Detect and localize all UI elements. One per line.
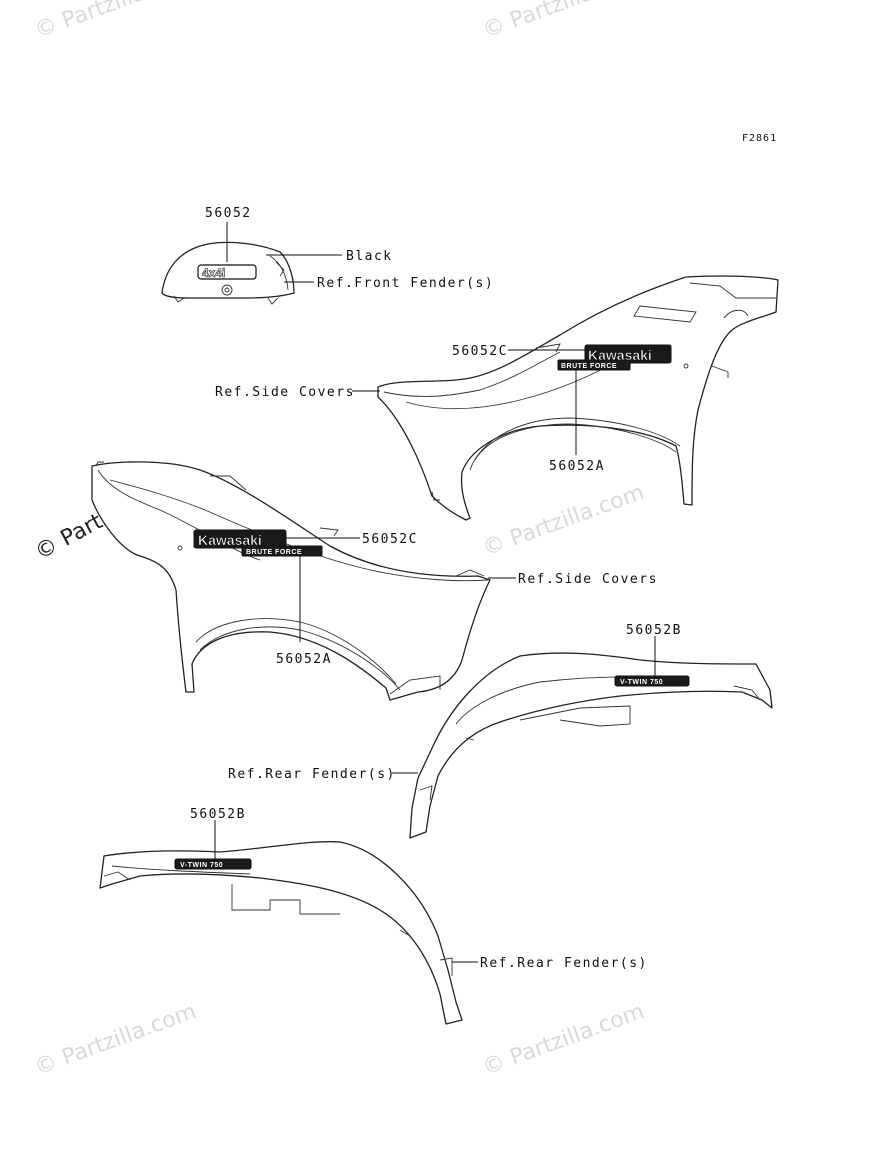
watermark: © Partzilla.com <box>480 480 648 562</box>
callout-56052b-right: 56052B <box>626 623 682 638</box>
decal-brute-force-left-text: BRUTE FORCE <box>246 549 302 556</box>
rear-fender-right-group: V-TWIN 750 <box>409 652 773 839</box>
left-side-cover <box>91 461 491 701</box>
left-side-cover-group: Kawasaki BRUTE FORCE <box>91 461 491 701</box>
decal-brute-force <box>557 359 631 371</box>
decal-kawasaki-left-text: Kawasaki <box>198 532 262 548</box>
callout-56052c-right: 56052C <box>452 344 508 359</box>
callout-56052a-right: 56052A <box>549 459 605 474</box>
emblem-circle-icon <box>221 284 233 296</box>
callout-ref-rear-fender-left: Ref.Rear Fender(s) <box>480 956 648 971</box>
callout-ref-side-covers-left: Ref.Side Covers <box>518 572 658 587</box>
watermark: © Partzilla.com <box>480 999 648 1081</box>
callout-56052b-left: 56052B <box>190 807 246 822</box>
front-fender-decal-group: 4x4i <box>161 241 295 305</box>
decal-kawasaki-left <box>193 529 287 549</box>
rear-fender-left <box>99 841 463 1025</box>
emblem-4x4i-text: 4x4i <box>202 266 225 280</box>
callout-ref-side-covers-right: Ref.Side Covers <box>215 385 355 400</box>
rear-fender-left-group: V-TWIN 750 <box>99 841 463 1025</box>
emblem-4x4i <box>197 264 257 280</box>
callout-56052c-left: 56052C <box>362 532 418 547</box>
callout-56052: 56052 <box>205 206 252 221</box>
decal-vtwin-right <box>614 675 690 687</box>
callout-56052a-left: 56052A <box>276 652 332 667</box>
decal-kawasaki-text: Kawasaki <box>588 347 652 363</box>
callout-black: Black <box>346 249 393 264</box>
watermark: © Partzilla.com <box>32 0 200 44</box>
callout-ref-rear-fender-right: Ref.Rear Fender(s) <box>228 767 396 782</box>
watermark: © Partzilla.com <box>32 999 200 1081</box>
right-side-cover-group: Kawasaki BRUTE FORCE <box>377 275 779 521</box>
decal-vtwin-left-text: V-TWIN 750 <box>180 862 223 869</box>
right-side-cover <box>377 275 779 521</box>
decal-vtwin-right-text: V-TWIN 750 <box>620 679 663 686</box>
rear-fender-right <box>409 652 773 839</box>
decal-brute-force-left <box>241 545 323 557</box>
callout-ref-front-fender: Ref.Front Fender(s) <box>317 276 494 291</box>
decal-vtwin-left <box>174 858 252 870</box>
decal-brute-force-text: BRUTE FORCE <box>561 363 617 370</box>
figure-code: F2861 <box>742 133 777 144</box>
watermark: © Partzilla.com <box>480 0 648 44</box>
